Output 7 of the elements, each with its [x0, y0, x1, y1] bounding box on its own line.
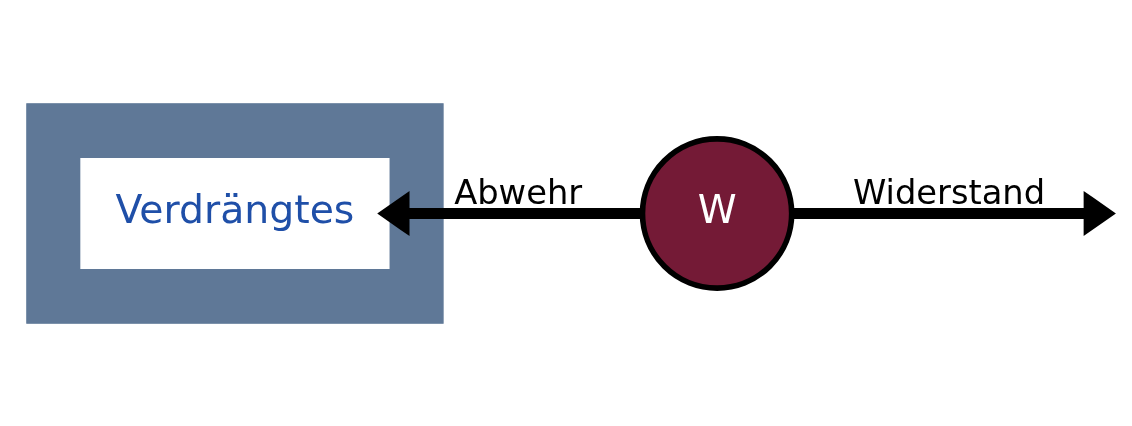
arrow: [791, 190, 1116, 236]
node-circle: W: [639, 135, 795, 291]
edge-label: Abwehr: [454, 172, 583, 212]
cluster: [26, 102, 444, 324]
node-box: Verdrängtes: [80, 157, 390, 269]
arrow: [377, 190, 643, 236]
edge-label: Widerstand: [852, 172, 1046, 212]
